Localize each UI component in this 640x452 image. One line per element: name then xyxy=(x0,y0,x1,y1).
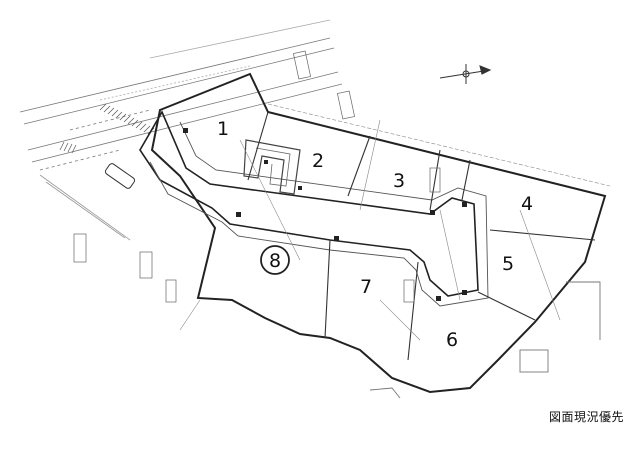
lot-number-4: 4 xyxy=(521,193,533,215)
survey-markers xyxy=(183,128,467,301)
public-road xyxy=(19,19,343,241)
lot-8-highlight-ring xyxy=(260,245,290,275)
road-entrance-hatch xyxy=(59,103,155,154)
lot-number-5: 5 xyxy=(502,253,514,275)
neighbor-buildings xyxy=(369,281,601,399)
lot-number-6: 6 xyxy=(446,329,458,351)
lot-number-8: 8 xyxy=(269,250,281,272)
lot-number-3: 3 xyxy=(393,170,405,192)
parcel-boundary xyxy=(150,72,607,394)
plan-disclaimer-note: 図面現況優先 xyxy=(548,410,624,424)
turning-area-inner xyxy=(255,147,291,187)
lot-dividers xyxy=(247,111,596,361)
annotation-callouts xyxy=(73,50,441,303)
north-arrow-icon xyxy=(439,64,492,84)
lot-number-7: 7 xyxy=(360,276,372,298)
lot-number-2: 2 xyxy=(312,150,324,172)
lot-number-1: 1 xyxy=(217,118,229,140)
dimension-lines xyxy=(179,103,611,341)
private-road xyxy=(139,110,489,307)
parked-car-symbol xyxy=(104,163,136,189)
